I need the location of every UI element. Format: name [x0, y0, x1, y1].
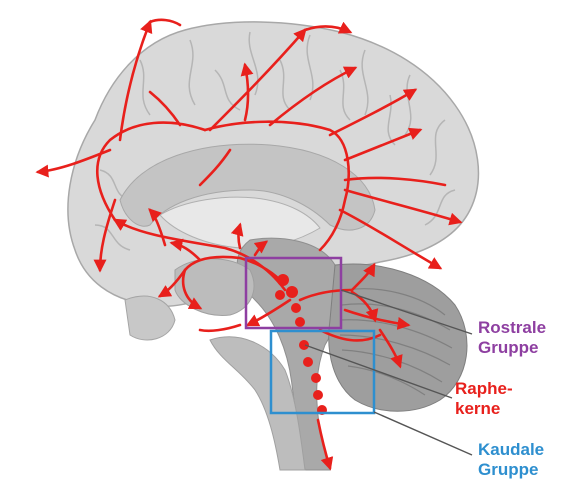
- cerebellum: [329, 264, 467, 411]
- label-raphe-line2: kerne: [455, 399, 513, 419]
- label-caudal-group: Kaudale Gruppe: [478, 440, 544, 480]
- label-rostral-line1: Rostrale: [478, 318, 546, 338]
- label-rostral-line2: Gruppe: [478, 338, 546, 358]
- label-caudal-line2: Gruppe: [478, 460, 544, 480]
- label-raphe-line1: Raphe-: [455, 379, 513, 399]
- label-raphe-nuclei: Raphe- kerne: [455, 379, 513, 419]
- label-rostral-group: Rostrale Gruppe: [478, 318, 546, 358]
- label-caudal-line1: Kaudale: [478, 440, 544, 460]
